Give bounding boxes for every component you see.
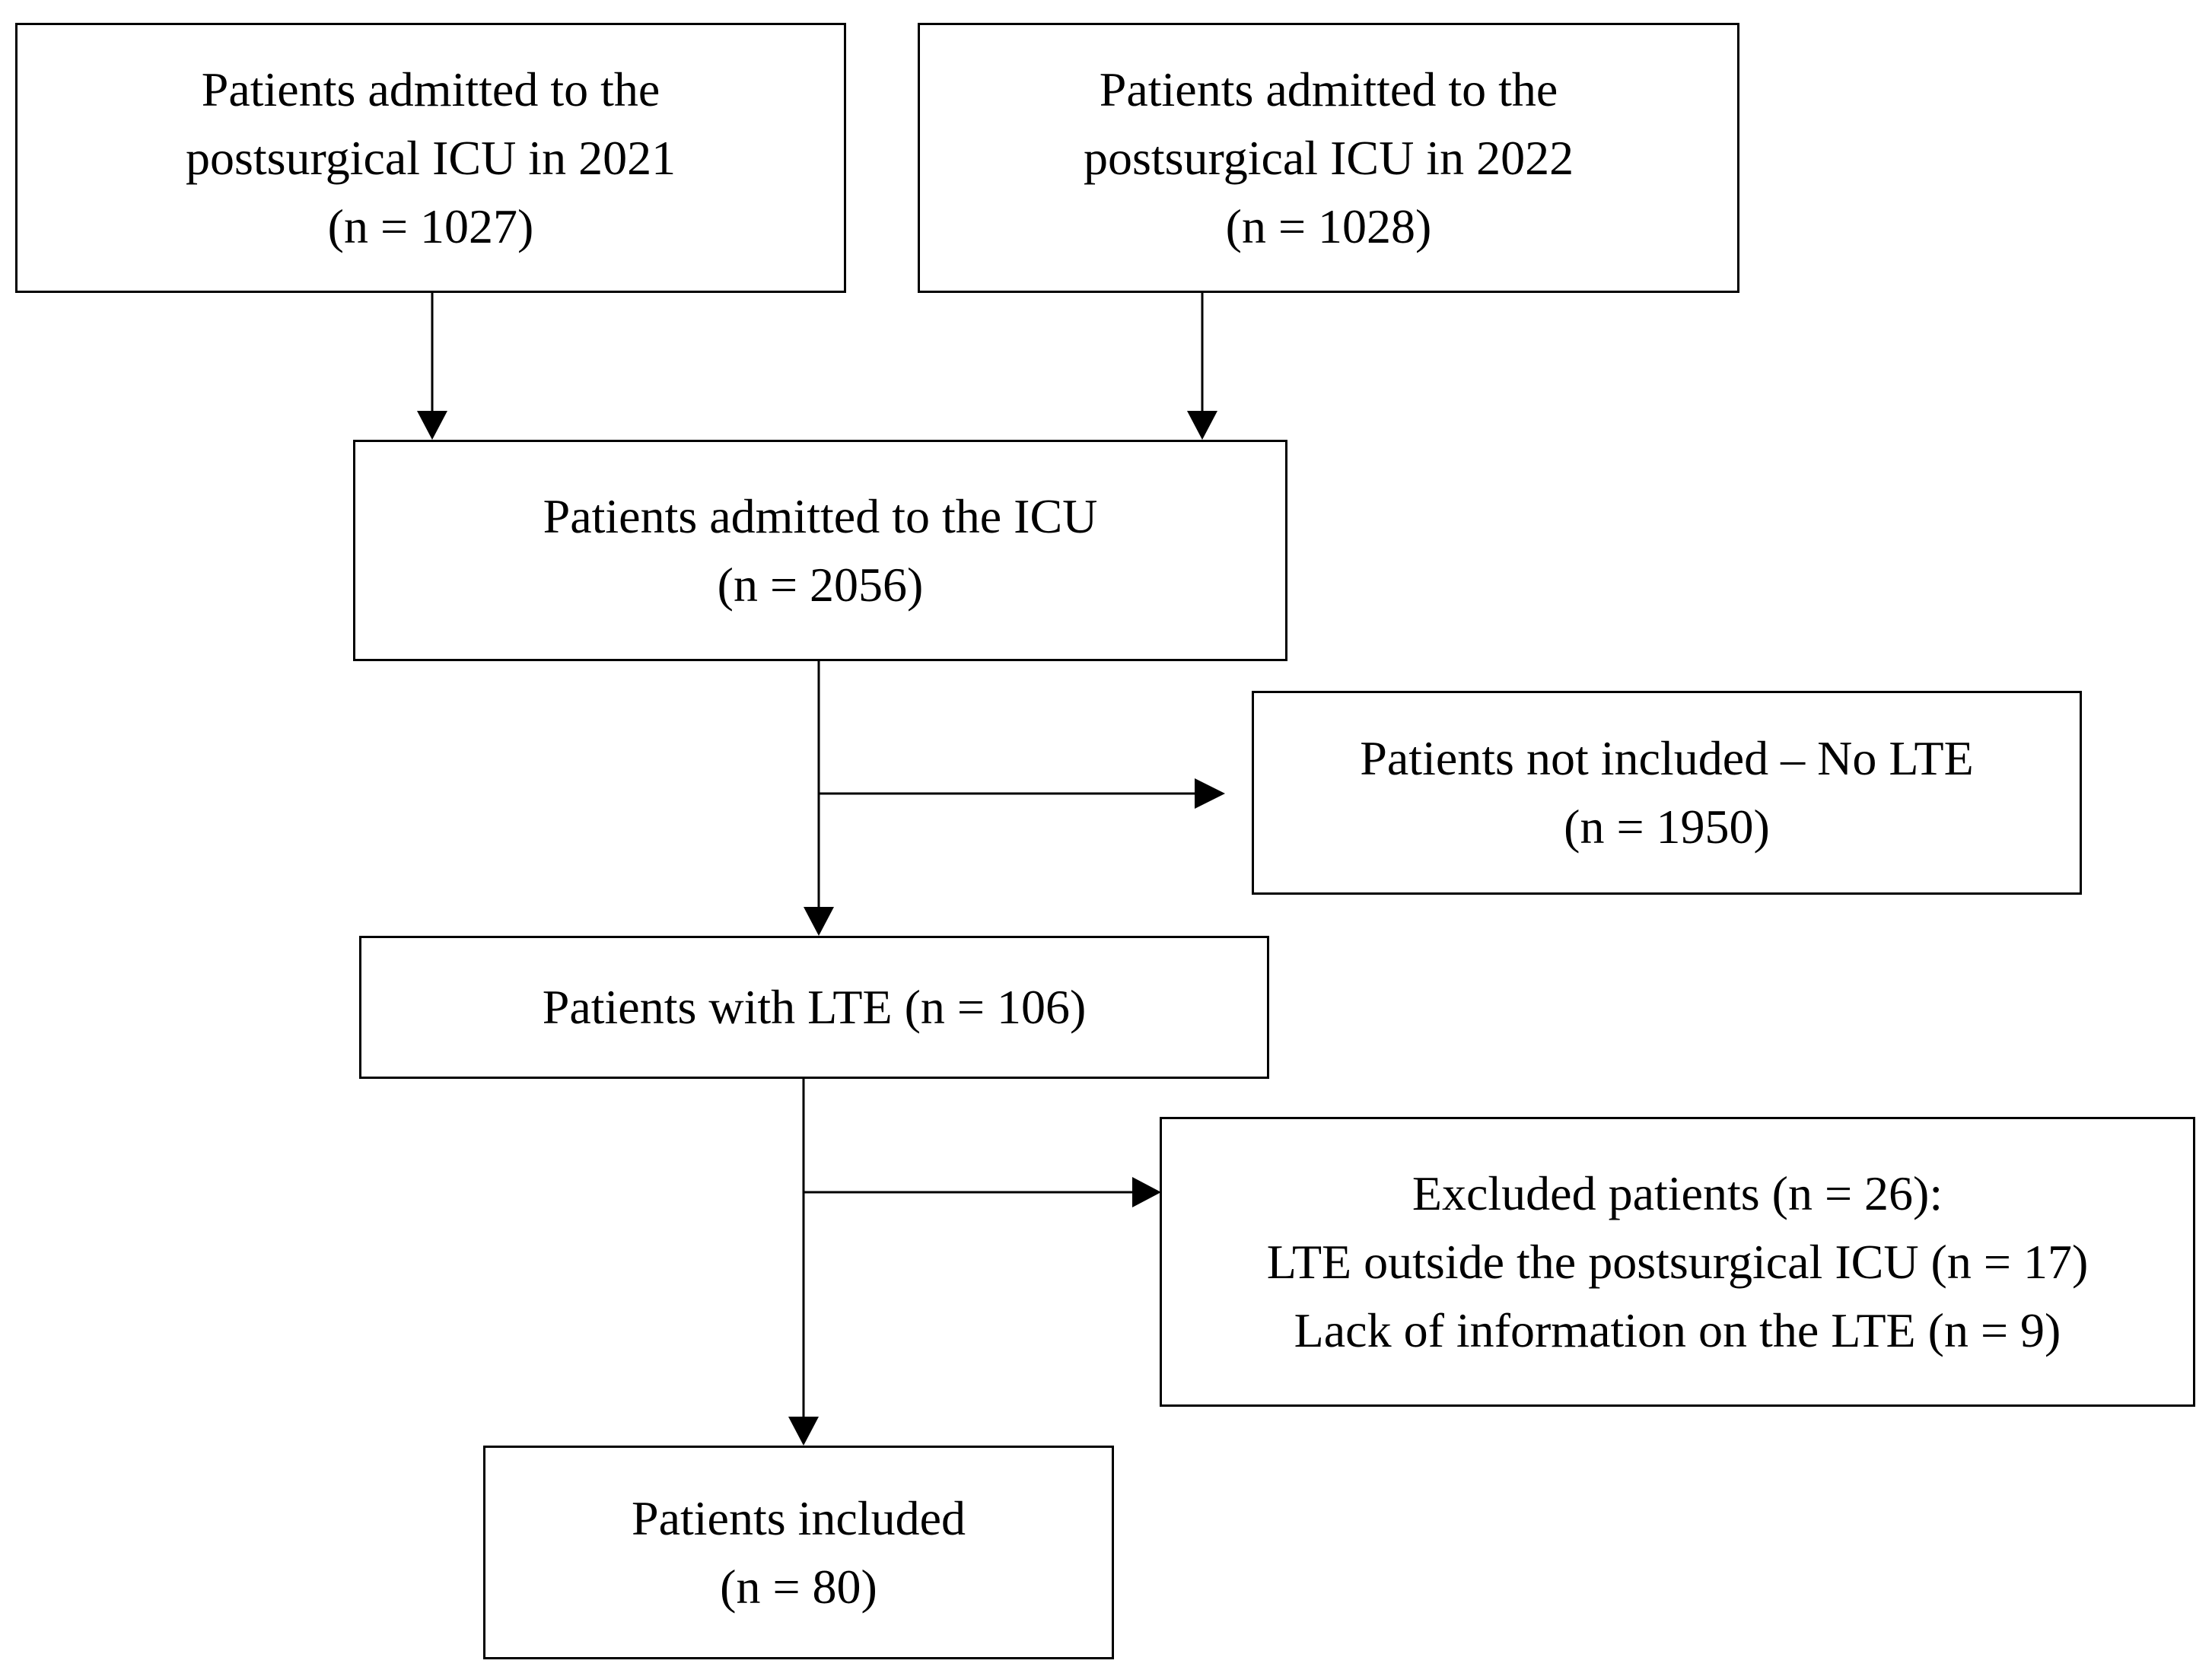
excluded-box: Excluded patients (n = 26): LTE outside … [1160, 1117, 2195, 1407]
admitted-icu-line1: Patients admitted to the ICU [543, 488, 1098, 543]
excluded-line2: LTE outside the postsurgical ICU (n = 17… [1266, 1234, 2089, 1289]
admitted-2022-box: Patients admitted to the postsurgical IC… [918, 23, 1739, 293]
admitted-2021-count: (n = 1027) [327, 199, 534, 253]
admitted-icu-count: (n = 2056) [717, 557, 924, 612]
with-lte-line1: Patients with LTE (n = 106) [542, 980, 1087, 1034]
admitted-2021-line2: postsurgical ICU in 2021 [185, 130, 676, 185]
admitted-2022-line2: postsurgical ICU in 2022 [1083, 130, 1574, 185]
admitted-icu-box: Patients admitted to the ICU (n = 2056) [353, 440, 1287, 661]
included-count: (n = 80) [720, 1559, 877, 1614]
with-lte-box: Patients with LTE (n = 106) [359, 936, 1269, 1079]
included-line1: Patients included [631, 1490, 966, 1545]
not-included-box: Patients not included – No LTE (n = 1950… [1252, 691, 2082, 895]
admitted-2021-box: Patients admitted to the postsurgical IC… [15, 23, 846, 293]
arrowhead-2022-to-icu [1187, 411, 1217, 440]
admitted-2022-count: (n = 1028) [1225, 199, 1432, 253]
not-included-count: (n = 1950) [1564, 800, 1770, 854]
arrowhead-to-excluded [1132, 1177, 1161, 1207]
arrowhead-2021-to-icu [417, 411, 447, 440]
admitted-2022-line1: Patients admitted to the [1099, 62, 1558, 116]
arrowhead-lte-to-included [788, 1417, 819, 1446]
excluded-line3: Lack of information on the LTE (n = 9) [1294, 1303, 2061, 1357]
admitted-2021-line1: Patients admitted to the [201, 62, 660, 116]
excluded-line1: Excluded patients (n = 26): [1412, 1166, 1943, 1220]
included-box: Patients included (n = 80) [483, 1446, 1114, 1659]
arrowhead-icu-to-lte [804, 907, 834, 936]
arrowhead-to-not-included [1195, 778, 1225, 809]
not-included-line1: Patients not included – No LTE [1360, 731, 1974, 785]
